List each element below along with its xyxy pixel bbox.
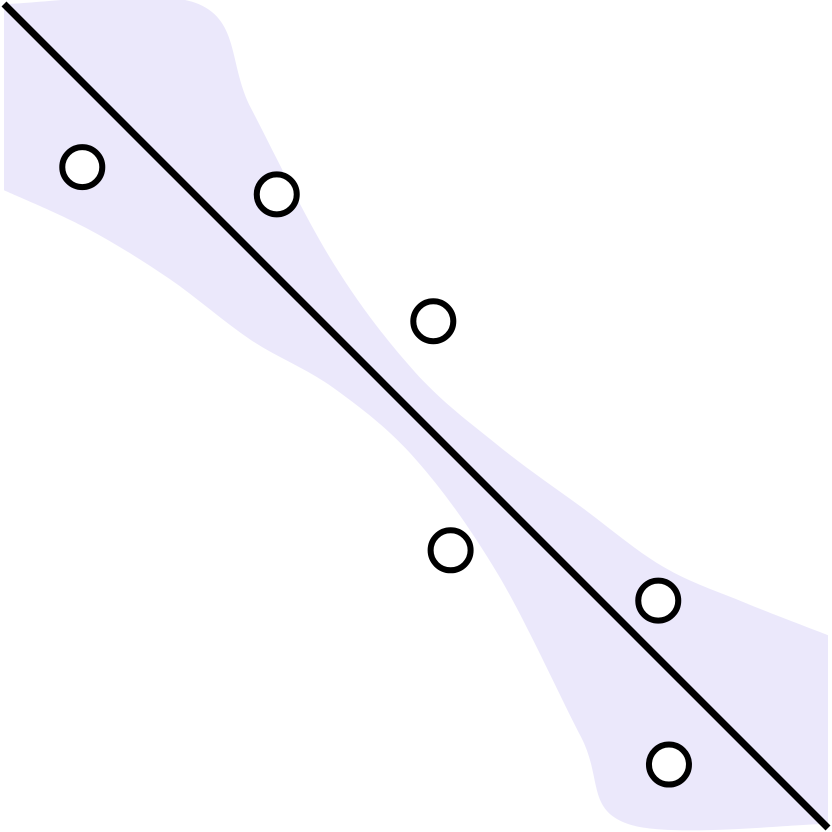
data-point-3 bbox=[410, 298, 457, 345]
data-points-layer bbox=[59, 144, 692, 788]
data-point-6 bbox=[645, 741, 692, 788]
data-point-4 bbox=[427, 527, 474, 574]
data-point-2 bbox=[253, 171, 300, 218]
data-point-5 bbox=[635, 577, 682, 624]
data-point-1 bbox=[59, 144, 106, 191]
